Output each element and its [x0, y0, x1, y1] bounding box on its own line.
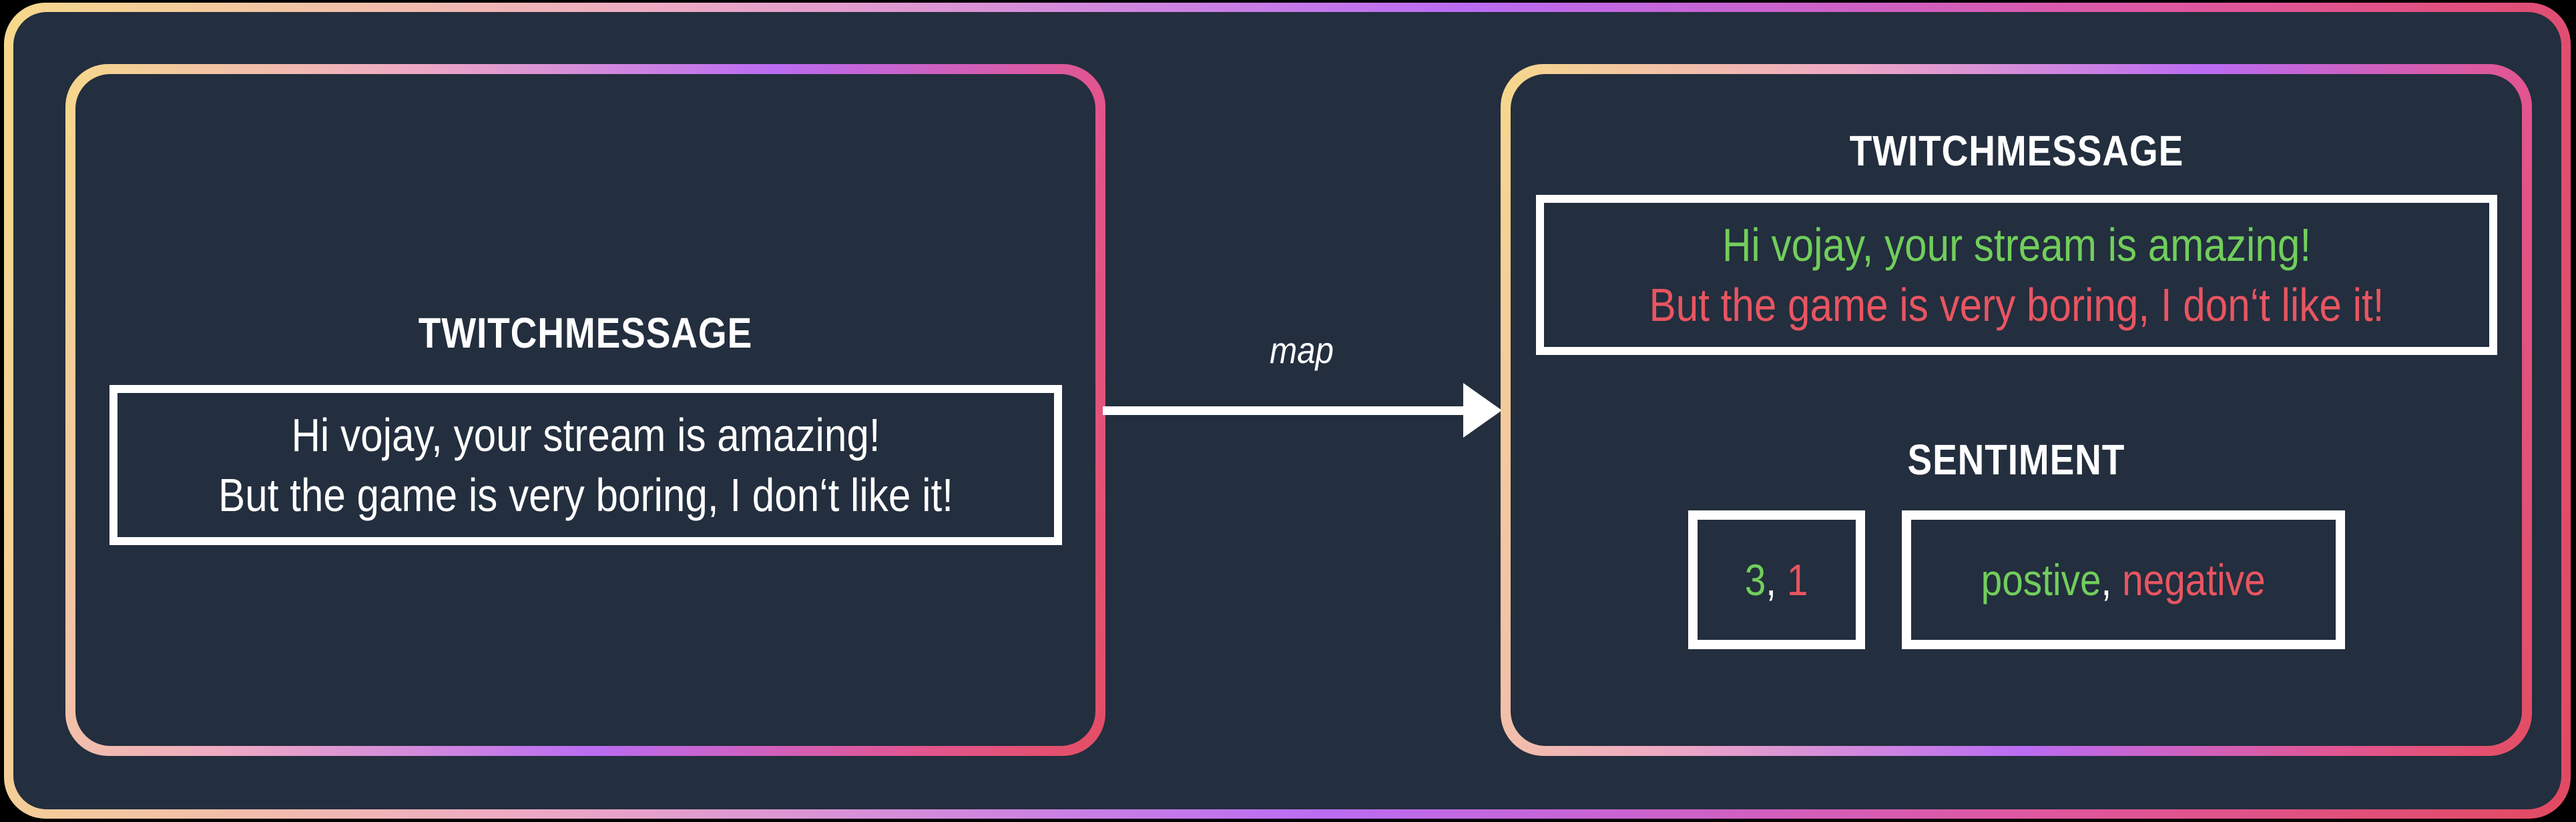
sentiment-scores-text: 3, 1	[1745, 554, 1808, 605]
right-card-title: TWITCHMESSAGE	[1849, 127, 2183, 175]
right-message-line2-negative: But the game is very boring, I don‘t lik…	[1649, 279, 2384, 331]
left-message-line2: But the game is very boring, I don‘t lik…	[218, 469, 953, 521]
left-message-box: Hi vojay, your stream is amazing! But th…	[109, 385, 1062, 545]
right-message-box: Hi vojay, your stream is amazing! But th…	[1535, 195, 2497, 355]
twitch-message-card-body: TWITCHMESSAGE Hi vojay, your stream is a…	[75, 74, 1095, 746]
twitch-message-sentiment-card: TWITCHMESSAGE Hi vojay, your stream is a…	[1501, 64, 2532, 756]
sentiment-title: SENTIMENT	[1907, 436, 2125, 484]
sentiment-score-positive: 3	[1744, 555, 1766, 604]
sentiment-scores-box: 3, 1	[1688, 510, 1865, 649]
map-label: map	[1270, 329, 1334, 371]
sentiment-results-row: 3, 1 postive, negative	[1688, 510, 2345, 649]
sentiment-label-positive: postive	[1981, 555, 2101, 604]
sentiment-score-separator: ,	[1766, 555, 1787, 604]
left-card-title: TWITCHMESSAGE	[418, 309, 753, 357]
map-arrow-head-icon	[1463, 383, 1502, 438]
twitch-message-sentiment-card-body: TWITCHMESSAGE Hi vojay, your stream is a…	[1511, 74, 2522, 746]
sentiment-score-negative: 1	[1786, 555, 1808, 604]
right-message-line1-positive: Hi vojay, your stream is amazing!	[1722, 219, 2311, 271]
sentiment-label-negative: negative	[2121, 555, 2266, 604]
sentiment-labels-text: postive, negative	[1981, 554, 2266, 605]
sentiment-label-separator: ,	[2101, 555, 2122, 604]
twitch-message-card: TWITCHMESSAGE Hi vojay, your stream is a…	[65, 64, 1105, 756]
map-arrow-line	[1103, 406, 1467, 415]
sentiment-labels-box: postive, negative	[1901, 510, 2345, 649]
left-message-line1: Hi vojay, your stream is amazing!	[290, 409, 880, 461]
